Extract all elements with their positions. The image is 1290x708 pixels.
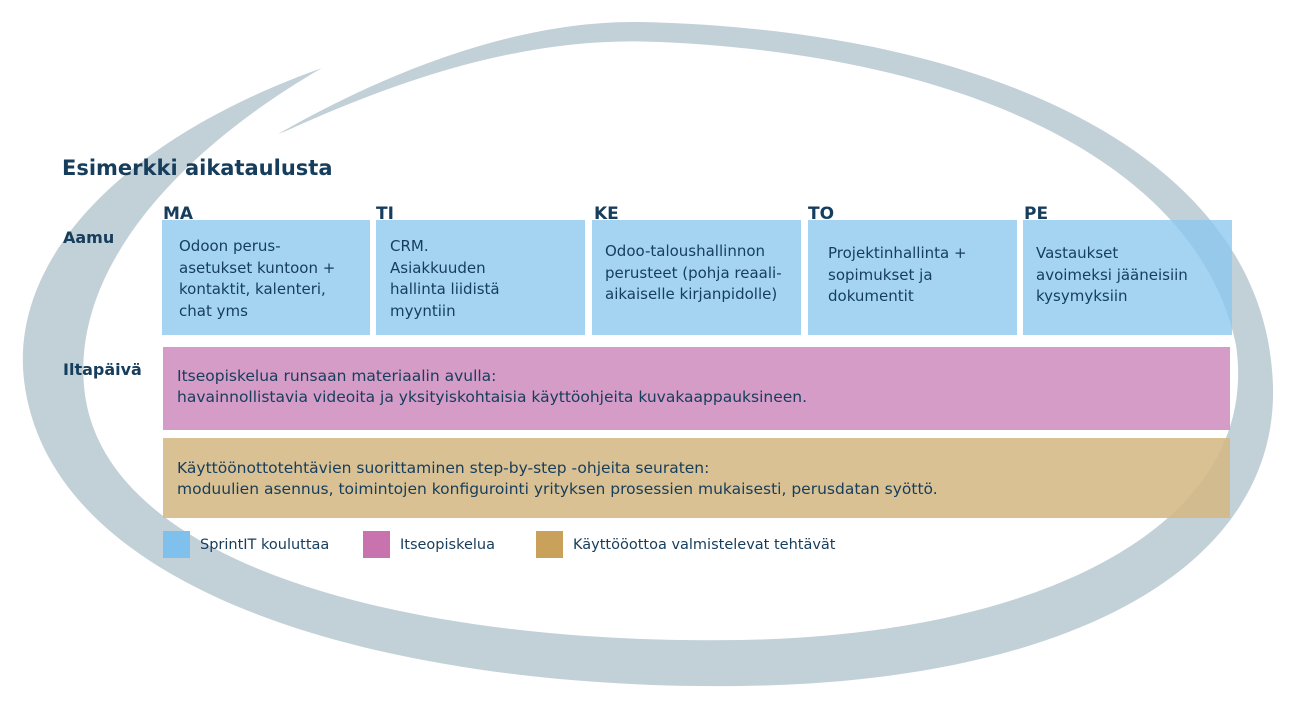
thursday-topic-box: Projektinhallinta + sopimukset ja dokume… (808, 220, 1017, 335)
legend-swatch-training (163, 531, 190, 558)
row-label-afternoon: Iltapäivä (63, 360, 142, 379)
deployment-line-1: Käyttöönottotehtävien suorittaminen step… (177, 459, 710, 477)
legend-item-training: SprintIT kouluttaa (163, 531, 329, 558)
wednesday-topic-box: Odoo-taloushallinnon perusteet (pohja re… (592, 220, 801, 335)
legend-item-self-study: Itseopiskelua (363, 531, 495, 558)
day-label-friday: PE (1024, 204, 1049, 224)
friday-topic-box: Vastaukset avoimeksi jääneisiin kysymyks… (1023, 220, 1232, 335)
legend-label-self-study: Itseopiskelua (400, 536, 496, 553)
deployment-line-2: moduulien asennus, toimintojen konfiguro… (177, 480, 938, 498)
self-study-band: Itseopiskelua runsaan materiaalin avulla… (163, 347, 1230, 430)
day-label-wednesday: KE (594, 204, 619, 224)
legend-label-deployment: Käyttööottoa valmistelevat tehtävät (573, 536, 836, 553)
monday-topic-box: Odoon perus- asetukset kuntoon + kontakt… (162, 220, 370, 335)
deployment-tasks-band: Käyttöönottotehtävien suorittaminen step… (163, 438, 1230, 518)
day-label-monday: MA (163, 204, 194, 224)
legend-label-training: SprintIT kouluttaa (200, 536, 330, 553)
legend-swatch-self-study (363, 531, 390, 558)
day-label-tuesday: TI (376, 204, 394, 224)
tuesday-topic-box: CRM. Asiakkuuden hallinta liidistä myynt… (376, 220, 585, 335)
row-label-morning: Aamu (63, 228, 115, 247)
self-study-line-1: Itseopiskelua runsaan materiaalin avulla… (177, 367, 497, 385)
self-study-line-2: havainnollistavia videoita ja yksityisko… (177, 388, 808, 406)
page-title: Esimerkki aikataulusta (62, 156, 333, 180)
legend-item-deployment: Käyttööottoa valmistelevat tehtävät (536, 531, 835, 558)
day-label-thursday: TO (808, 204, 835, 224)
legend-swatch-deployment (536, 531, 563, 558)
